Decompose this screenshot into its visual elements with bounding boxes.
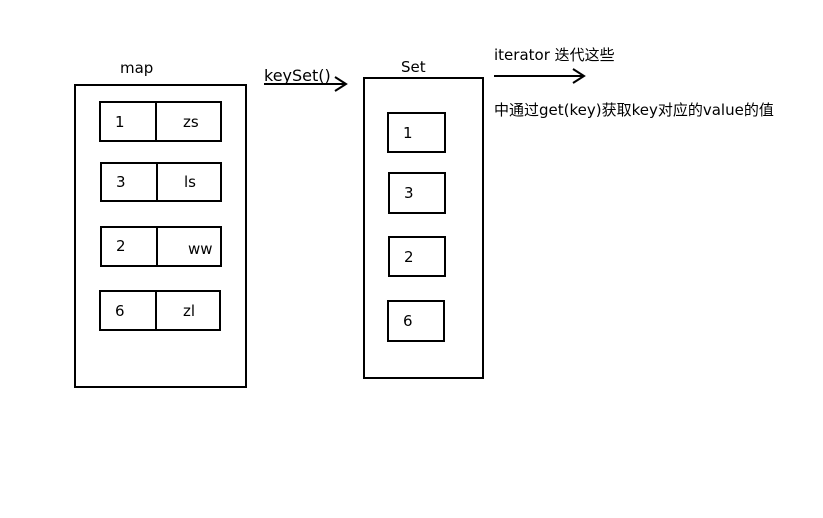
iterator-label: iterator 迭代这些 [494,46,615,64]
set-container [363,77,484,379]
map-entry: 6 zl [99,290,221,331]
map-entry-value: ls [184,173,196,191]
set-item: 1 [387,112,446,153]
map-title: map [120,59,154,77]
map-entry-value: ww [188,240,213,258]
keyset-label: keySet() [264,66,331,85]
map-entry: 1 zs [99,101,222,142]
map-entry-key: 6 [101,292,157,329]
map-entry-key: 3 [102,164,158,200]
map-entry-value: zs [183,112,199,131]
map-entry: 3 ls [100,162,222,202]
set-item: 2 [388,236,446,277]
iterator-arrow [494,68,586,84]
note-text: 中通过get(key)获取key对应的value的值 [494,101,774,119]
map-entry-key: 2 [102,228,158,265]
map-entry-key: 1 [101,103,157,140]
map-entry: 2 ww [100,226,222,267]
keyset-arrow [264,76,348,92]
set-item: 6 [387,300,445,342]
set-title: Set [401,58,426,76]
map-container [74,84,247,388]
set-item: 3 [388,172,446,214]
map-entry-value: zl [183,301,196,320]
